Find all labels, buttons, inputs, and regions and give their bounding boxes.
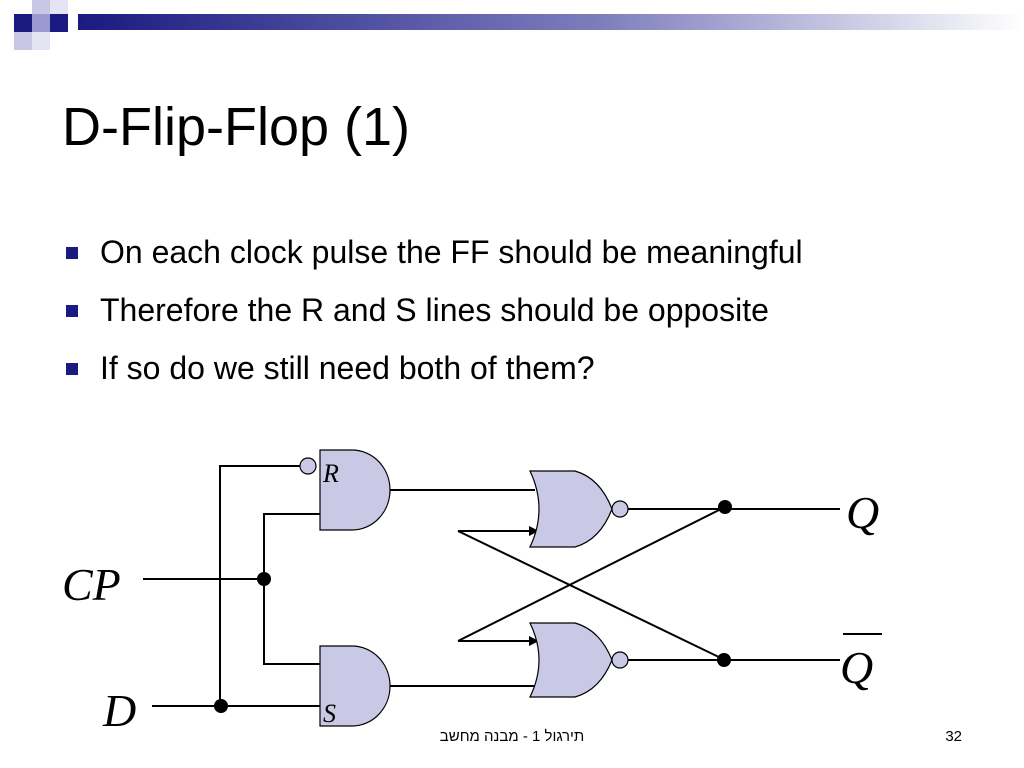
slide-title: D-Flip-Flop (1) [62, 97, 411, 157]
bullet-text: Therefore the R and S lines should be op… [100, 292, 769, 328]
cp-junction-dot [257, 572, 271, 586]
s-and-gate [319, 645, 391, 727]
header-decoration [14, 0, 1024, 50]
bullet-text: If so do we still need both of them? [100, 350, 595, 386]
bullet-item: Therefore the R and S lines should be op… [62, 287, 803, 345]
footer-text: תירגול 1 - מבנה מחשב [439, 728, 585, 745]
bullet-item: If so do we still need both of them? [62, 345, 803, 403]
square-bullet-icon [66, 247, 78, 259]
q-label: Q [846, 487, 879, 538]
page-number: 32 [945, 728, 962, 745]
bottom-nor-gate [529, 622, 613, 698]
q-bar-feedback-wire [457, 530, 726, 661]
cp-label: CP [62, 559, 121, 610]
d-flip-flop-circuit: CP D R S Q Q [62, 449, 882, 736]
d-label: D [102, 685, 136, 736]
wires [143, 465, 882, 707]
d-junction-dot [214, 699, 228, 713]
q-bar-junction-dot [717, 653, 731, 667]
bullet-item: On each clock pulse the FF should be mea… [62, 229, 803, 287]
r-and-gate [319, 449, 391, 531]
cp-to-s-gate-wire [263, 579, 320, 665]
q-feedback-wire [457, 506, 726, 642]
square-bullet-icon [66, 305, 78, 317]
r-gate-inverter-bubble [299, 457, 317, 475]
square-bullet-icon [66, 363, 78, 375]
top-nor-inverter-bubble [611, 500, 629, 518]
d-to-r-gate-wire [219, 465, 300, 706]
q-bar-label: Q [840, 642, 873, 693]
bullet-text: On each clock pulse the FF should be mea… [100, 234, 803, 270]
s-label: S [323, 699, 336, 728]
cp-to-r-gate-wire [263, 513, 320, 579]
r-label: R [322, 459, 339, 488]
bottom-nor-inverter-bubble [611, 651, 629, 669]
bullet-list: On each clock pulse the FF should be mea… [62, 229, 803, 403]
q-junction-dot [718, 500, 732, 514]
top-nor-gate [529, 470, 613, 548]
